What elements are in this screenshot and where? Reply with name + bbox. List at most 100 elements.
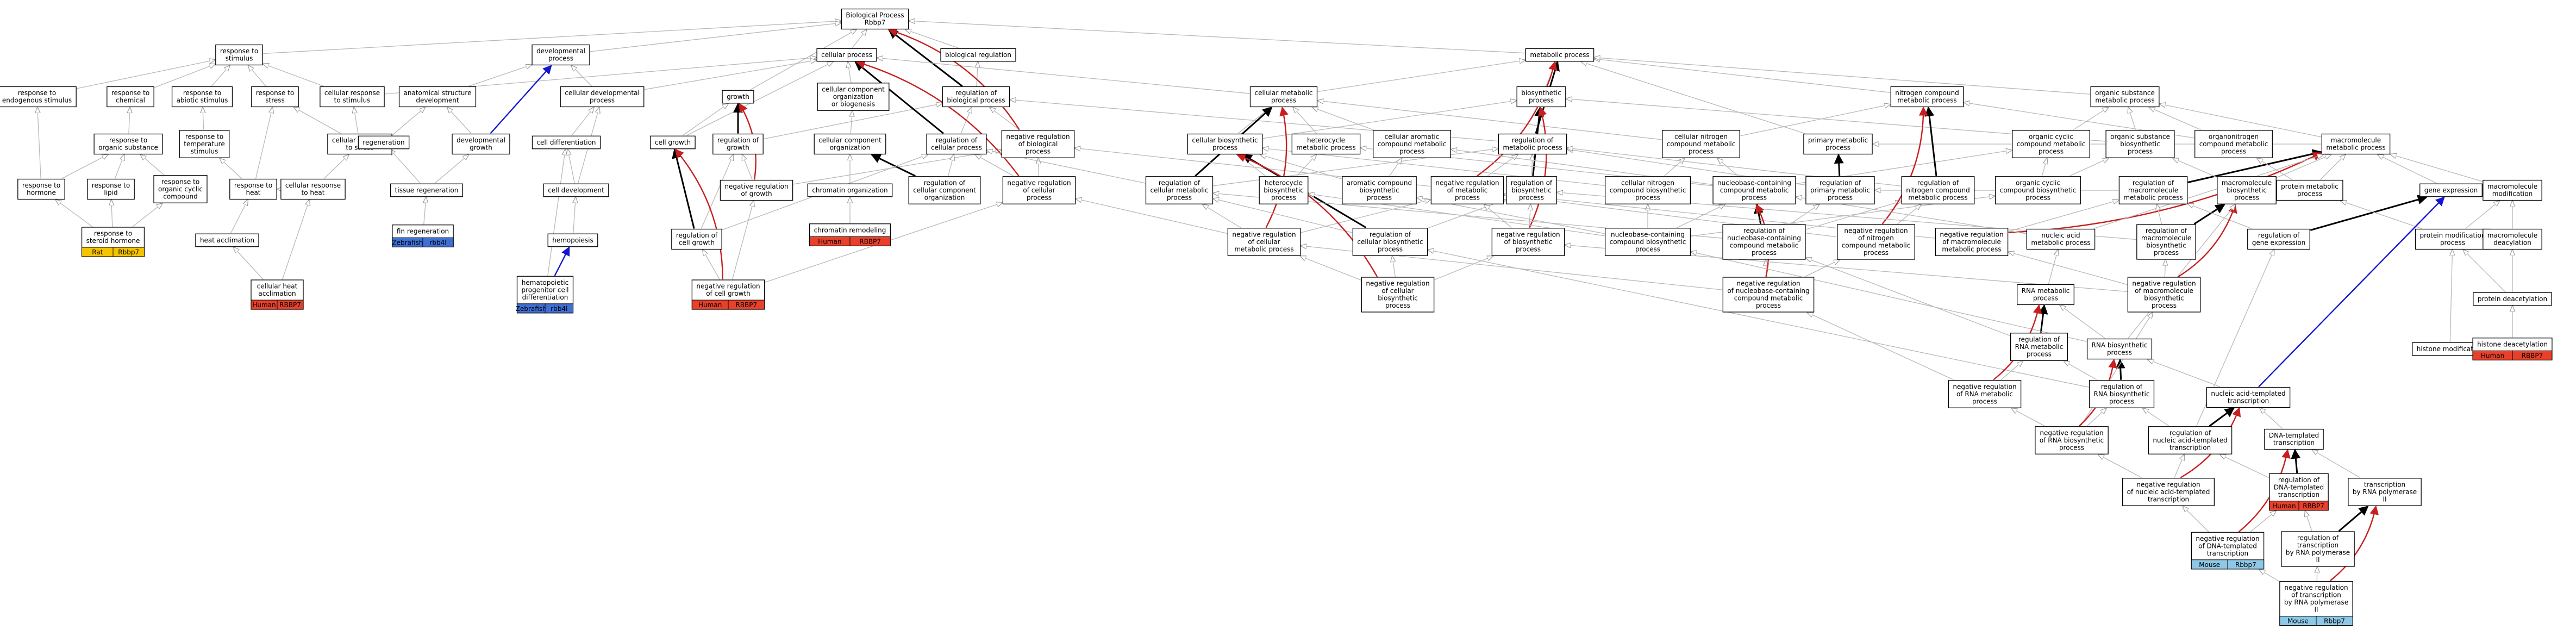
go-term-node-regeneration[interactable]: regeneration xyxy=(358,135,410,149)
go-term-node-regulation-of-dna-templated-transcription[interactable]: regulation ofDNA-templatedtranscriptionH… xyxy=(2269,473,2329,511)
go-term-node-protein-deacetylation[interactable]: protein deacetylation xyxy=(2473,292,2552,306)
go-term-node-metabolic-process[interactable]: metabolic process xyxy=(1525,48,1595,62)
go-term-node-cell-development[interactable]: cell development xyxy=(543,183,609,197)
go-term-node-cellular-process[interactable]: cellular process xyxy=(816,48,877,62)
go-term-node-growth[interactable]: growth xyxy=(722,90,754,104)
go-term-node-regulation-of-nucleobase-containing-compound-metabolic-process[interactable]: regulation ofnucleobase-containingcompou… xyxy=(1722,224,1806,260)
go-term-node-biological-regulation[interactable]: biological regulation xyxy=(940,48,1016,62)
go-term-node-chromatin-organization[interactable]: chromatin organization xyxy=(807,183,893,197)
go-term-node-hemopoiesis[interactable]: hemopoiesis xyxy=(547,233,598,247)
go-term-node-histone-modification[interactable]: histone modification xyxy=(2412,342,2488,356)
go-term-node-regulation-of-macromolecule-biosynthetic-process[interactable]: regulation ofmacromoleculebiosyntheticpr… xyxy=(2136,224,2196,260)
go-term-node-tissue-regeneration[interactable]: tissue regeneration xyxy=(390,183,463,197)
go-term-node-gene-expression[interactable]: gene expression xyxy=(2419,183,2483,197)
